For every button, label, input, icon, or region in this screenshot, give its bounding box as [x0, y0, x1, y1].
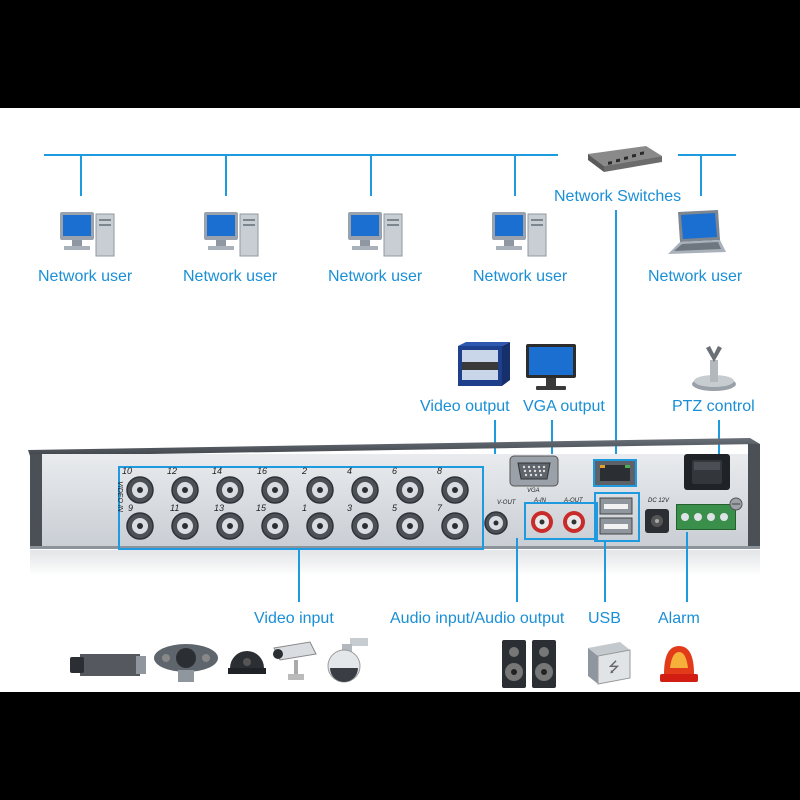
drop-line: [700, 154, 702, 196]
vga-output-label: VGA output: [523, 398, 605, 415]
laptop-icon: [668, 210, 726, 254]
network-user-laptop-label: Network user: [648, 268, 743, 285]
ptz-camera-icon: [692, 346, 736, 391]
vga-port: [509, 455, 559, 487]
audio-in-tag: A-IN: [534, 498, 546, 504]
network-user-label: Network user: [328, 268, 423, 285]
v-out-tag: V-OUT: [497, 500, 516, 506]
usb-label: USB: [588, 610, 621, 627]
bnc-number: 8: [437, 466, 443, 476]
audio-rca-connectors: [531, 511, 585, 533]
speaker-icon: [502, 640, 556, 688]
drop-line: [80, 154, 82, 196]
video-input-block: [118, 466, 484, 550]
network-switches-label: Network Switches: [554, 188, 682, 205]
bnc-number: 16: [257, 466, 268, 476]
speed-dome-camera-icon: [327, 638, 368, 683]
audio-io-block: [524, 502, 598, 540]
bnc-number: 5: [392, 503, 398, 513]
network-switch-icon: [588, 146, 662, 172]
desktop-computer-icon: [60, 212, 115, 257]
bnc-number: 1: [302, 503, 308, 513]
drop-line: [370, 154, 372, 196]
bnc-number: 9: [128, 503, 134, 513]
svg-text:⭍: ⭍: [608, 660, 620, 676]
video-monitor-icon: [458, 342, 510, 386]
bnc-connector-row-top: [126, 476, 469, 540]
usb-drive-icon: ⭍: [588, 642, 631, 685]
video-input-label: Video input: [254, 610, 334, 627]
drop-line: [514, 154, 516, 196]
power-switch: [684, 454, 730, 490]
usb-ports: [599, 497, 633, 535]
network-user-label: Network user: [183, 268, 278, 285]
terminal-screws: [681, 513, 728, 521]
connection-diagram: Network Switches: [0, 108, 800, 692]
audio-line: [516, 538, 518, 602]
audio-out-tag: A-OUT: [564, 498, 583, 504]
network-user-label: Network user: [473, 268, 568, 285]
bnc-number: 6: [392, 466, 398, 476]
bnc-number: 15: [256, 503, 267, 513]
desktop-computer-icon: [492, 212, 547, 257]
ir-camera-icon: [154, 644, 218, 682]
bnc-number: 7: [437, 503, 443, 513]
bnc-number: 3: [347, 503, 353, 513]
vga-tag: VGA: [527, 488, 540, 494]
bnc-number: 10: [122, 466, 133, 476]
bnc-number: 4: [347, 466, 353, 476]
bnc-number: 2: [302, 466, 308, 476]
switch-lan-line: [615, 210, 617, 462]
bnc-number: 14: [212, 466, 223, 476]
video-output-label: Video output: [420, 398, 510, 415]
video-out-bnc-connector: [484, 511, 508, 535]
video-input-line: [298, 548, 300, 602]
dome-camera-icon: [228, 651, 266, 674]
alarm-siren-icon: [660, 646, 698, 682]
box-camera-icon: [70, 654, 146, 676]
desktop-computer-icon: [204, 212, 259, 257]
bnc-number: 13: [214, 503, 225, 513]
dc-tag: DC 12V: [648, 498, 670, 504]
usb-block: [594, 492, 640, 542]
usb-line: [604, 540, 606, 602]
desktop-computer-icon: [348, 212, 403, 257]
drop-line: [225, 154, 227, 196]
ground-screw: [729, 497, 743, 511]
ptz-control-label: PTZ control: [672, 398, 755, 415]
network-user-label: Network user: [38, 268, 133, 285]
network-bus-line: [44, 154, 558, 156]
bnc-number: 11: [170, 503, 180, 513]
bullet-camera-icon: [273, 641, 317, 680]
lan-port: [593, 459, 637, 487]
vga-monitor-icon: [526, 344, 576, 390]
alarm-line: [686, 532, 688, 602]
vga-output-line: [551, 420, 553, 458]
network-bus-line-right: [678, 154, 736, 156]
audio-io-label: Audio input/Audio output: [390, 610, 565, 627]
dc-power-jack: [645, 509, 669, 533]
alarm-label: Alarm: [658, 610, 700, 627]
bnc-number: 12: [167, 466, 178, 476]
